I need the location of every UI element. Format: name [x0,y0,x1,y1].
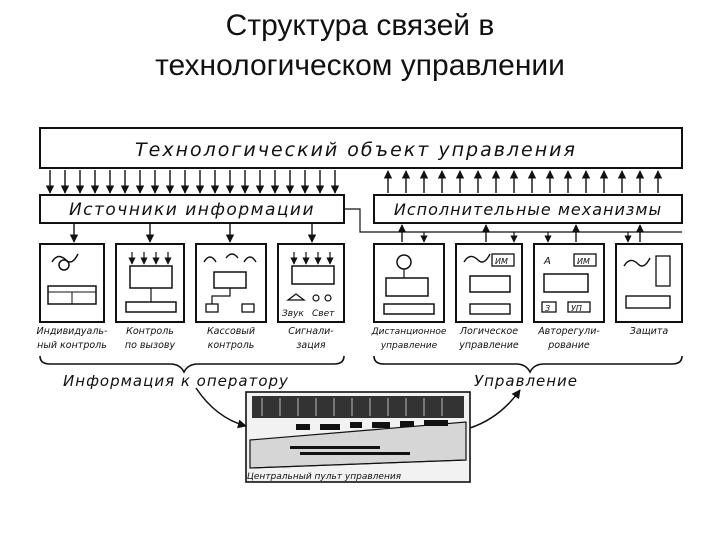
up-mark: УП [571,304,582,313]
block-remote-control [373,243,445,323]
info-arrow [195,387,247,429]
object-box [39,127,683,169]
light-label: Свет [312,309,335,319]
actuators-box [373,194,683,224]
block-2-label-2: по вызову [125,340,176,351]
block-8-label-1: Защита [630,326,669,337]
actuators-label: Исполнительные механизмы [394,200,662,219]
sound-label: Звук [282,309,304,319]
object-to-sources-arrows [45,170,340,194]
control-arrow [469,389,521,429]
block-5-label-2: управление [380,341,438,351]
block-7-label-2: рование [547,340,590,351]
title-line-1: Структура связей в [225,9,495,42]
z-mark: З [545,304,550,313]
actuators-to-object-arrows [383,170,663,193]
block-cash-control [195,243,267,323]
actuator-feedback-arrows [420,232,632,243]
block-4-label-1: Сигнали- [288,326,334,337]
page-title: Структура связей в технологическом управ… [0,6,720,86]
block-4-label-2: зация [296,340,326,351]
block-5-label-1: Дистанционное [371,327,447,337]
block-1-label-1: Индивидуаль- [37,326,109,337]
block-signaling: Звук Свет [277,243,345,323]
sources-to-blocks-arrows [69,224,317,243]
right-brace [373,355,683,374]
block-6-label-2: управление [458,340,519,351]
block-auto-regulation: А ИМ З УП [533,243,605,323]
im-mark-1: ИМ [495,257,508,266]
object-label: Технологический объект управления [135,139,577,161]
console-drawing: Центральный пульт управления [245,391,471,483]
sources-label: Источники информации [69,200,315,220]
left-brace [39,355,345,374]
a-mark: А [543,256,551,267]
console-label: Центральный пульт управления [247,472,402,482]
info-to-operator-label: Информация к оператору [63,372,289,390]
blocks-to-actuators-arrows [397,224,645,242]
block-call-control [115,243,185,323]
block-logic-control: ИМ [455,243,523,323]
block-3-label-1: Кассовый [207,326,255,337]
im-mark-2: ИМ [577,257,590,266]
block-6-label-1: Логическое [459,326,518,337]
block-2-label-1: Контроль [126,326,174,337]
title-line-2: технологическом управлении [155,49,565,82]
block-3-label-2: контроль [208,340,255,351]
control-label: Управление [474,372,578,390]
block-7-label-1: Авторегули- [537,326,600,337]
block-individual-control [39,243,105,323]
group-link [344,208,374,233]
block-labels: Индивидуаль- ный контроль Контроль по вы… [37,326,669,351]
block-1-label-2: ный контроль [37,340,107,351]
block-protection [615,243,683,323]
